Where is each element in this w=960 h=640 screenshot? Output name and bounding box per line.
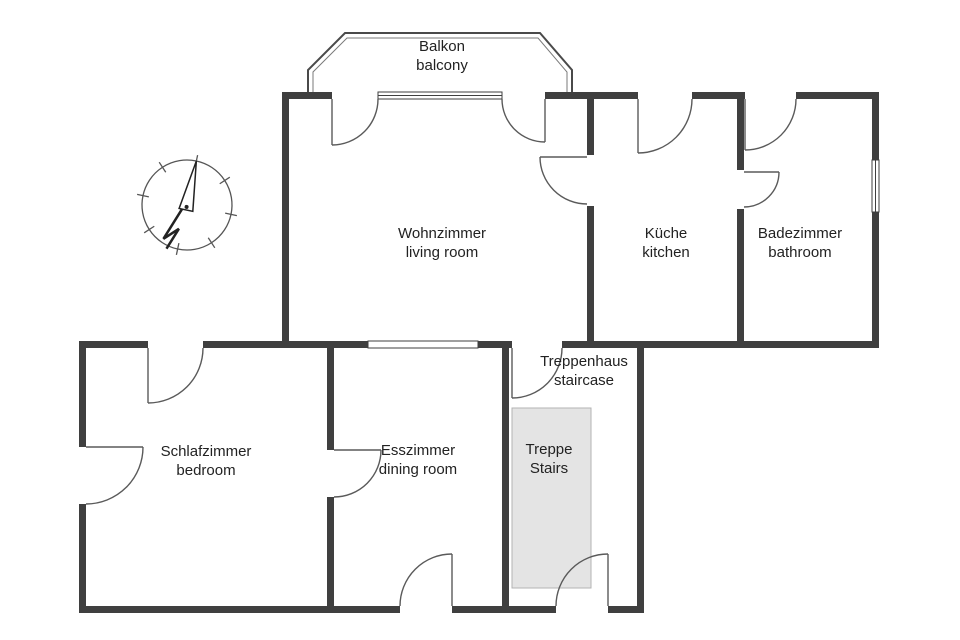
- door-arc: [743, 171, 780, 208]
- wall-segment: [79, 341, 86, 447]
- wall-segment: [872, 92, 879, 160]
- door-arc: [744, 98, 797, 151]
- wall-segment: [282, 92, 289, 348]
- room-label-stairs: Treppe Stairs: [526, 440, 573, 478]
- wall-segment: [562, 341, 879, 348]
- wall-segment: [587, 92, 594, 155]
- compass-tick: [207, 237, 216, 249]
- wall-segment: [79, 504, 86, 613]
- door-arc: [637, 98, 693, 154]
- door-arc: [539, 156, 588, 205]
- wall-segment: [872, 212, 879, 348]
- living-room-name-de: Wohnzimmer: [397, 225, 487, 242]
- compass-tick: [175, 243, 180, 256]
- wall-segment: [737, 209, 744, 348]
- door-arc: [501, 98, 546, 143]
- living-room-name-en: living room: [405, 244, 479, 261]
- wall-segment: [587, 206, 594, 348]
- staircase-name-en: staircase: [553, 372, 615, 389]
- wall-segment: [327, 341, 334, 450]
- bathroom-name-en: bathroom: [768, 244, 832, 261]
- compass-tick: [136, 193, 149, 198]
- bathroom-name-de: Badezimmer: [757, 225, 843, 242]
- compass-tick: [158, 161, 167, 173]
- door-arc: [147, 347, 204, 404]
- room-label-bedroom: Schlafzimmer bedroom: [161, 442, 252, 480]
- kitchen-name-de: Küche: [644, 225, 688, 242]
- door-arc: [85, 446, 144, 505]
- compass-tick: [225, 212, 238, 217]
- wall-segment: [692, 92, 745, 99]
- bedroom-name-de: Schlafzimmer: [160, 443, 252, 460]
- wall-segment: [637, 341, 644, 613]
- door-arc: [333, 449, 382, 498]
- wall-segment: [79, 606, 400, 613]
- staircase-name-de: Treppenhaus: [540, 353, 628, 370]
- compass-tick: [219, 176, 231, 185]
- balcony-outline: [307, 32, 573, 95]
- balcony-name-de: Balkon: [419, 38, 465, 55]
- stairs-area: [511, 407, 592, 589]
- wall-segment: [282, 92, 332, 99]
- wall-segment: [478, 341, 512, 348]
- door-arc: [399, 553, 453, 607]
- compass-needle-head: [178, 160, 198, 213]
- compass-center-dot: [184, 204, 189, 209]
- kitchen-name-en: kitchen: [642, 244, 690, 261]
- room-label-living-room: Wohnzimmer living room: [398, 224, 486, 262]
- dining-room-name-de: Esszimmer: [380, 442, 456, 459]
- compass-needle-tail: [162, 208, 184, 250]
- room-label-dining-room: Esszimmer dining room: [379, 441, 457, 479]
- door-arc: [555, 553, 609, 607]
- wall-segment: [327, 497, 334, 613]
- wall-segment: [502, 341, 509, 613]
- wall-opening: [367, 340, 479, 349]
- wall-segment: [737, 92, 744, 170]
- wall-segment: [796, 92, 879, 99]
- room-label-bathroom: Badezimmer bathroom: [758, 224, 842, 262]
- balcony-outer-rail: [307, 32, 573, 95]
- room-label-staircase: Treppenhaus staircase: [540, 352, 628, 390]
- room-label-balcony: Balkon balcony: [416, 37, 468, 75]
- door-arc: [511, 347, 563, 399]
- wall-segment: [608, 606, 644, 613]
- compass-rose-icon: [136, 154, 238, 256]
- stairs-name-en: Stairs: [529, 460, 569, 477]
- balcony-name-en: balcony: [416, 57, 468, 74]
- door-arc: [331, 98, 379, 146]
- doors-layer: [85, 98, 797, 607]
- room-label-kitchen: Küche kitchen: [642, 224, 690, 262]
- dining-room-name-en: dining room: [378, 461, 458, 478]
- wall-segment: [79, 341, 148, 348]
- balcony-inner-rail: [312, 37, 568, 95]
- windows-layer: [367, 91, 880, 349]
- stairs-name-de: Treppe: [525, 441, 573, 458]
- walls-layer: [79, 92, 879, 613]
- bedroom-name-en: bedroom: [176, 462, 236, 479]
- compass-tick: [143, 225, 155, 234]
